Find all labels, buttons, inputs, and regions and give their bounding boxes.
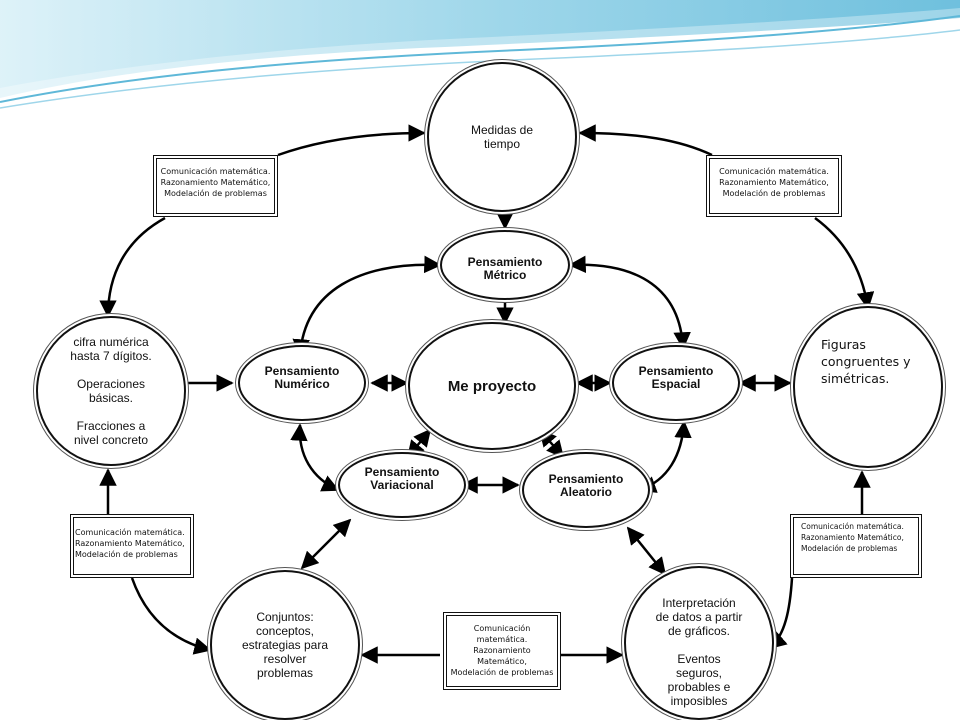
node-interpretacion-datos: Interpretación de datos a partir de gráf… [624,566,774,720]
node-aleatorio-label: Pensamiento Aleatorio [548,472,624,499]
node-medidas-de-tiempo: Medidas de tiempo [427,62,577,212]
skill-box-mid-left: Comunicación matemática. Razonamiento Ma… [70,514,194,578]
node-interpretacion-label: Interpretación de datos a partir de gráf… [655,596,743,708]
decorative-wave-header [0,0,960,109]
node-pensamiento-variacional: Pensamiento Variacional [338,452,466,518]
node-conjuntos: Conjuntos: conceptos, estrategias para r… [210,570,360,720]
node-pensamiento-espacial: Pensamiento Espacial [612,345,740,421]
node-pensamiento-metrico: Pensamiento Métrico [440,230,570,300]
skill-box-bottom: Comunicación matemática. Razonamiento Ma… [443,612,561,690]
node-pensamiento-aleatorio: Pensamiento Aleatorio [522,452,650,528]
node-center-label: Me proyecto [447,377,537,395]
node-numerico-label: Pensamiento Numérico [264,364,340,391]
node-metrico-label: Pensamiento Métrico [467,255,543,282]
node-pensamiento-numerico: Pensamiento Numérico [238,345,366,421]
node-conjuntos-label: Conjuntos: conceptos, estrategias para r… [241,610,329,680]
node-medidas-label: Medidas de tiempo [470,123,534,151]
node-variacional-label: Pensamiento Variacional [364,465,440,492]
node-figuras-label: Figuras congruentes y simétricas. [821,337,911,386]
skill-box-top-left: Comunicación matemática. Razonamiento Ma… [153,155,278,217]
node-cifra-numerica: cifra numérica hasta 7 dígitos. Operacio… [36,316,186,466]
skill-box-top-right: Comunicación matemática. Razonamiento Ma… [706,155,842,217]
node-cifra-label: cifra numérica hasta 7 dígitos. Operacio… [70,335,152,447]
node-figuras-congruentes: Figuras congruentes y simétricas. [793,306,943,468]
skill-box-mid-right: Comunicación matemática. Razonamiento Ma… [790,514,922,578]
node-me-proyecto: Me proyecto [408,322,576,450]
node-espacial-label: Pensamiento Espacial [638,364,714,391]
